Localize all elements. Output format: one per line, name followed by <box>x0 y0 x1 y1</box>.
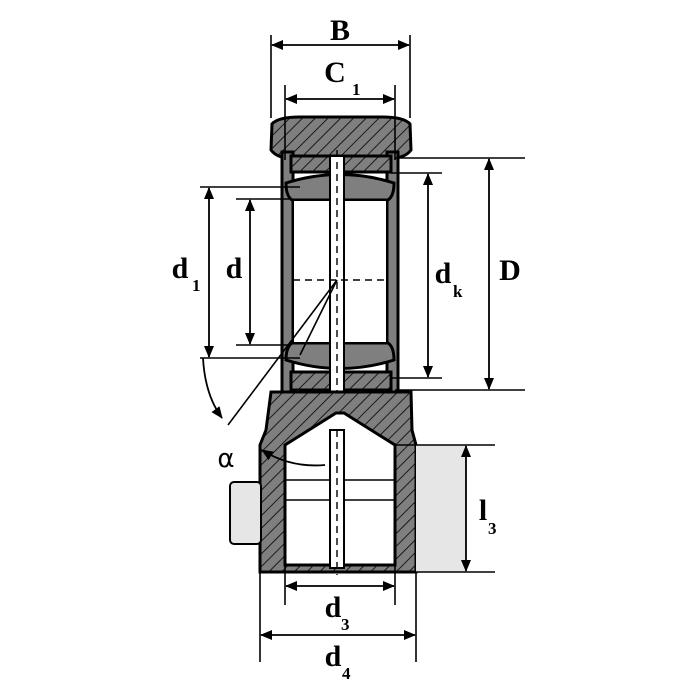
dim-d1: d 1 <box>172 186 300 359</box>
dim-B: B <box>270 14 411 118</box>
inner-thread-lines <box>285 429 395 575</box>
dim-d4: d 4 <box>259 572 417 683</box>
label-d1: d <box>172 252 189 285</box>
label-d3-sub: 3 <box>341 615 350 634</box>
label-alpha: α <box>217 444 234 474</box>
lubrication-channel-top <box>329 150 345 400</box>
label-dk-sub: k <box>453 282 463 301</box>
label-l3-sub: 3 <box>488 519 497 538</box>
label-C1-sub: 1 <box>352 80 361 99</box>
label-d1-sub: 1 <box>192 276 201 295</box>
dim-dk: d k <box>390 172 463 379</box>
grease-nipple-stub <box>229 481 262 545</box>
dim-D: D <box>395 157 525 391</box>
dim-d3: d 3 <box>284 565 396 634</box>
label-dk: d <box>435 257 452 290</box>
thread-region <box>416 445 466 572</box>
label-d4-sub: 4 <box>342 664 351 683</box>
label-D: D <box>499 254 521 287</box>
tilt-angle-lines <box>202 279 338 467</box>
dim-d: d <box>226 198 290 346</box>
label-d4: d <box>325 640 342 673</box>
dim-l3: l 3 <box>395 444 497 573</box>
label-B: B <box>330 14 350 47</box>
dim-C1: C 1 <box>284 56 396 160</box>
label-l3: l <box>479 494 487 527</box>
label-C1: C <box>324 56 346 89</box>
label-d3: d <box>325 591 342 624</box>
label-d: d <box>226 252 243 285</box>
